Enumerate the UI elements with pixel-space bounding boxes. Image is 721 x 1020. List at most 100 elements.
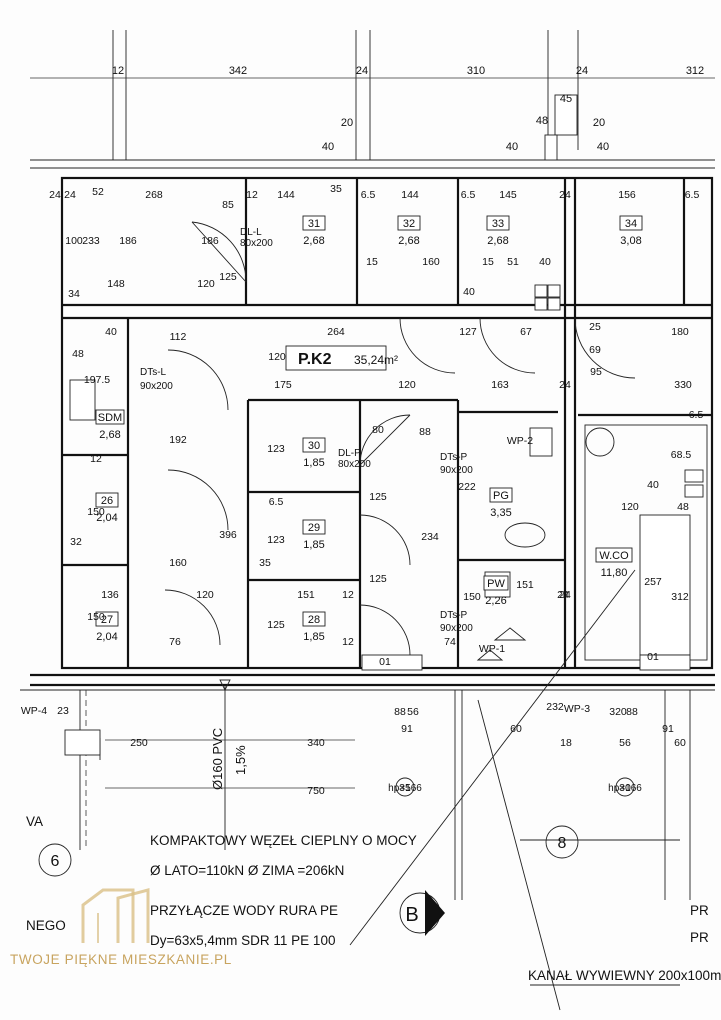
dim-label: 24 [576, 65, 588, 77]
dimension-label: 12 [342, 636, 354, 648]
dimension-label: 163 [491, 379, 509, 391]
dimension-label: 30 [619, 782, 631, 794]
dimension-label: 6.5 [685, 189, 700, 201]
door-type: DTs-P [440, 452, 468, 463]
dimension-label: 120 [398, 379, 416, 391]
dimension-label: WP-3 [564, 703, 590, 715]
dimension-label: 120 [197, 278, 215, 290]
dimension-label: 01 [379, 656, 391, 668]
pipe-size: Ø160 PVC [210, 728, 225, 790]
note-va: VA [26, 814, 43, 829]
dimension-label: 40 [539, 256, 551, 268]
dimension-label: 125 [369, 491, 387, 503]
dimension-label: 25 [589, 321, 601, 333]
dimension-label: 232 [546, 701, 564, 713]
grid-lines [30, 30, 715, 169]
marker-01-right: hp=166 [608, 783, 642, 794]
door-size: 90x200 [140, 381, 173, 392]
dimension-label: 23 [57, 705, 69, 717]
dimension-label: 6.5 [689, 409, 704, 421]
dimension-label: 150 [87, 611, 105, 623]
room-number: W.CO [599, 550, 629, 562]
axis-6-label: 6 [51, 853, 60, 870]
dim-label: 12 [112, 65, 124, 77]
dimension-label: 197.5 [84, 374, 110, 386]
dimension-label: 148 [107, 278, 125, 290]
dimension-label: 35 [330, 183, 342, 195]
door-type: DL-L [240, 227, 262, 238]
dimension-label: 24 [64, 189, 76, 201]
dimension-label: 24 [559, 189, 571, 201]
dimension-label: 257 [644, 576, 662, 588]
dimension-label: 175 [274, 379, 292, 391]
dimension-label: 56 [619, 737, 631, 749]
dimension-label: 60 [674, 737, 686, 749]
dimension-label: 80 [372, 424, 384, 436]
dimension-label: 35 [399, 782, 411, 794]
dimension-label: 120 [268, 351, 286, 363]
logo-house-icon [81, 888, 150, 943]
room-number: 34 [625, 218, 637, 230]
note-line-4: Dy=63x5,4mm SDR 11 PE 100 [150, 933, 335, 948]
room-area: 1,85 [303, 539, 324, 551]
dimension-label: 125 [267, 619, 285, 631]
room-number: 29 [308, 522, 320, 534]
room-labels: 31 2,68 32 2,68 33 2,68 34 3,08 SDM 2,68… [95, 215, 643, 643]
note-line-1: KOMPAKTOWY WĘZEŁ CIEPLNY O MOCY [150, 833, 417, 848]
axis-8-label: 8 [558, 835, 567, 852]
dimension-label: 15 [482, 256, 494, 268]
dim-label: 20 [593, 117, 605, 129]
dimension-label: 312 [671, 591, 689, 603]
dimension-label: 40 [463, 286, 475, 298]
dim-label: 48 [536, 115, 548, 127]
main-room-name: P.K2 [298, 351, 332, 368]
dimension-label: 156 [618, 189, 636, 201]
dimension-label: 340 [307, 737, 325, 749]
dimension-label: 48 [72, 348, 84, 360]
dimension-label: WP-2 [507, 435, 533, 447]
dimension-label: 186 [119, 235, 137, 247]
door-size: 90x200 [440, 465, 473, 476]
main-room-area: 35,24m² [354, 353, 398, 367]
room-number: SDM [98, 412, 122, 424]
note-pr-1: PR [690, 903, 709, 918]
dimension-label: 51 [507, 256, 519, 268]
door-labels: DL-L 80x200 DTs-L 90x200 DTs-P 90x200 DL… [140, 227, 473, 634]
dimension-label: 234 [421, 531, 439, 543]
dimension-label: 40 [105, 326, 117, 338]
room-area: 2,68 [487, 235, 508, 247]
dimension-label: 34 [68, 288, 80, 300]
dimension-label: 222 [458, 481, 476, 493]
dimension-label: 15 [366, 256, 378, 268]
door-size: 80x200 [338, 459, 371, 470]
note-line-2: Ø LATO=110kN Ø ZIMA =206kN [150, 863, 344, 878]
pipe-labels: Ø160 PVC 1,5% [210, 728, 248, 790]
dim-label: 312 [686, 65, 704, 77]
room-area: 11,80 [601, 567, 628, 579]
dim-label: 40 [322, 141, 334, 153]
dimension-label: 125 [369, 573, 387, 585]
dimension-label: 127 [459, 326, 477, 338]
logo-text: TWOJE PIĘKNE MIESZKANIE.PL [10, 952, 232, 967]
dimension-label: 67 [520, 326, 532, 338]
room-number: 26 [101, 495, 113, 507]
dimension-label: 112 [170, 331, 187, 343]
dimension-label: 6.5 [361, 189, 376, 201]
door-size: 90x200 [440, 623, 473, 634]
top-dimensions: 12 342 24 310 24 312 45 48 20 20 40 40 4… [112, 65, 704, 153]
dimension-label: 264 [327, 326, 345, 338]
dimension-label: 144 [277, 189, 295, 201]
dimension-label: 12 [246, 189, 258, 201]
dimension-label: 68.5 [671, 449, 692, 461]
walls [20, 176, 715, 691]
dimension-label: 233 [82, 235, 100, 247]
room-number: 33 [492, 218, 504, 230]
room-number: 27 [101, 614, 113, 626]
dimension-label: 32 [70, 536, 82, 548]
dimension-label: 18 [560, 737, 572, 749]
dimension-label: 88 [394, 706, 406, 718]
dimension-label: 396 [219, 529, 237, 541]
dimension-label: 125 [219, 271, 237, 283]
